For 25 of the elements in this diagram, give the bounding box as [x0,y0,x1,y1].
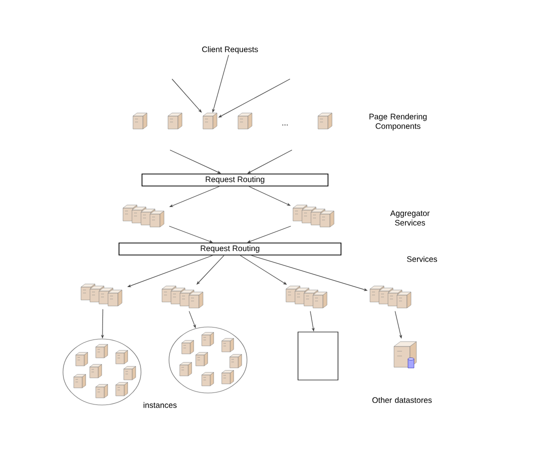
server-cluster [80,284,122,306]
caption-text: Page Rendering Components [370,114,427,130]
caption-text: Aggregator Services [390,210,430,226]
server-icon [202,112,218,130]
storage-box [298,332,338,380]
routing-bar: Request Routing [118,242,342,256]
node-text: Client Requests [202,46,258,54]
server-cluster [286,286,328,308]
arrow [240,255,287,285]
server-icon [318,112,332,130]
caption-text: Other datastores [372,397,432,403]
caption-text: instances [144,402,177,408]
caption-text: Services [407,256,438,262]
ellipsis: ... [282,124,288,126]
server-ring [168,326,248,394]
routing-bar: Request Routing [142,174,328,186]
server-icon [132,112,148,130]
server-icon [168,112,182,130]
server-ring [62,338,142,406]
server-cluster [162,286,204,308]
server-cluster [370,286,412,308]
server-cluster [122,204,164,228]
database-server-icon [394,341,417,368]
server-cluster [292,204,334,228]
server-icon [238,112,252,130]
